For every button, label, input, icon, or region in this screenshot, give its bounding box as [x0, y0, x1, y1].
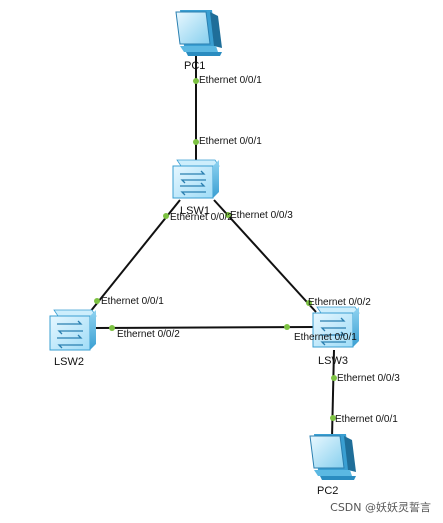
- pc2-label: PC2: [317, 485, 339, 497]
- port-label-lsw3-e002: Ethernet 0/0/2: [308, 297, 371, 308]
- pc1-computer-icon[interactable]: [175, 10, 222, 56]
- port-label-lsw3-e001: Ethernet 0/0/1: [294, 332, 357, 343]
- port-label-lsw3-e003: Ethernet 0/0/3: [337, 373, 400, 384]
- lsw2-label: LSW2: [54, 356, 84, 368]
- link-lsw2-lsw3[interactable]: [91, 326, 317, 329]
- pc2-computer-icon[interactable]: [309, 434, 356, 480]
- port-dot: [193, 78, 199, 84]
- port-label-pc1-e001: Ethernet 0/0/1: [199, 75, 262, 86]
- port-dot: [109, 325, 115, 331]
- port-dot: [94, 298, 100, 304]
- port-dot: [306, 300, 312, 306]
- port-dot: [284, 324, 290, 330]
- link-lsw3-pc2[interactable]: [331, 349, 335, 439]
- port-dot: [163, 213, 169, 219]
- pc1-label: PC1: [184, 60, 206, 72]
- link-lsw1-lsw3[interactable]: [213, 199, 317, 313]
- lsw1-label: LSW1: [180, 205, 210, 217]
- port-dot: [225, 212, 231, 218]
- port-label-lsw1-e001: Ethernet 0/0/1: [199, 136, 262, 147]
- lsw3-switch-icon[interactable]: [312, 306, 360, 348]
- port-dot: [331, 375, 337, 381]
- port-label-pc2-e001: Ethernet 0/0/1: [335, 414, 398, 425]
- watermark: CSDN @妖妖灵誓言: [330, 501, 431, 514]
- port-dot: [330, 415, 336, 421]
- port-dot: [193, 139, 199, 145]
- port-label-lsw2-e002: Ethernet 0/0/2: [117, 329, 180, 340]
- port-label-lsw2-e001: Ethernet 0/0/1: [101, 296, 164, 307]
- port-label-lsw1-e002: Ethernet 0/0/2: [170, 212, 233, 223]
- lsw1-switch-icon[interactable]: [172, 159, 220, 199]
- port-label-lsw1-e003: Ethernet 0/0/3: [230, 210, 293, 221]
- lsw3-label: LSW3: [318, 355, 348, 367]
- lsw2-switch-icon[interactable]: [49, 309, 97, 351]
